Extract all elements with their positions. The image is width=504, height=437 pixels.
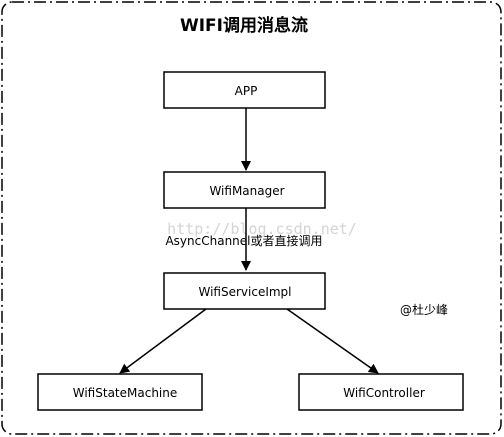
author-signature: @杜少峰 bbox=[400, 302, 448, 317]
node-wifi-controller: WifiController bbox=[298, 373, 464, 411]
node-wifi-state-machine-label: WifiStateMachine bbox=[73, 386, 178, 400]
watermark-text: http://blog.csdn.net/ bbox=[167, 220, 357, 238]
edge-serviceimpl-to-statemachine bbox=[119, 308, 207, 374]
node-wifi-service-impl-label: WifiServiceImpl bbox=[198, 285, 291, 299]
node-wifi-manager-label: WifiManager bbox=[209, 184, 284, 198]
node-app-label: APP bbox=[235, 84, 258, 98]
node-wifi-manager: WifiManager bbox=[163, 171, 326, 209]
edge-label-asyncchannel: AsyncChannel或者直接调用 bbox=[165, 233, 322, 248]
edge-serviceimpl-to-controller bbox=[286, 308, 379, 374]
node-wifi-service-impl: WifiServiceImpl bbox=[163, 272, 326, 310]
node-app: APP bbox=[163, 71, 326, 109]
node-wifi-controller-label: WifiController bbox=[343, 386, 425, 400]
node-wifi-state-machine: WifiStateMachine bbox=[37, 373, 203, 411]
diagram-title: WIFI调用消息流 bbox=[180, 15, 308, 36]
